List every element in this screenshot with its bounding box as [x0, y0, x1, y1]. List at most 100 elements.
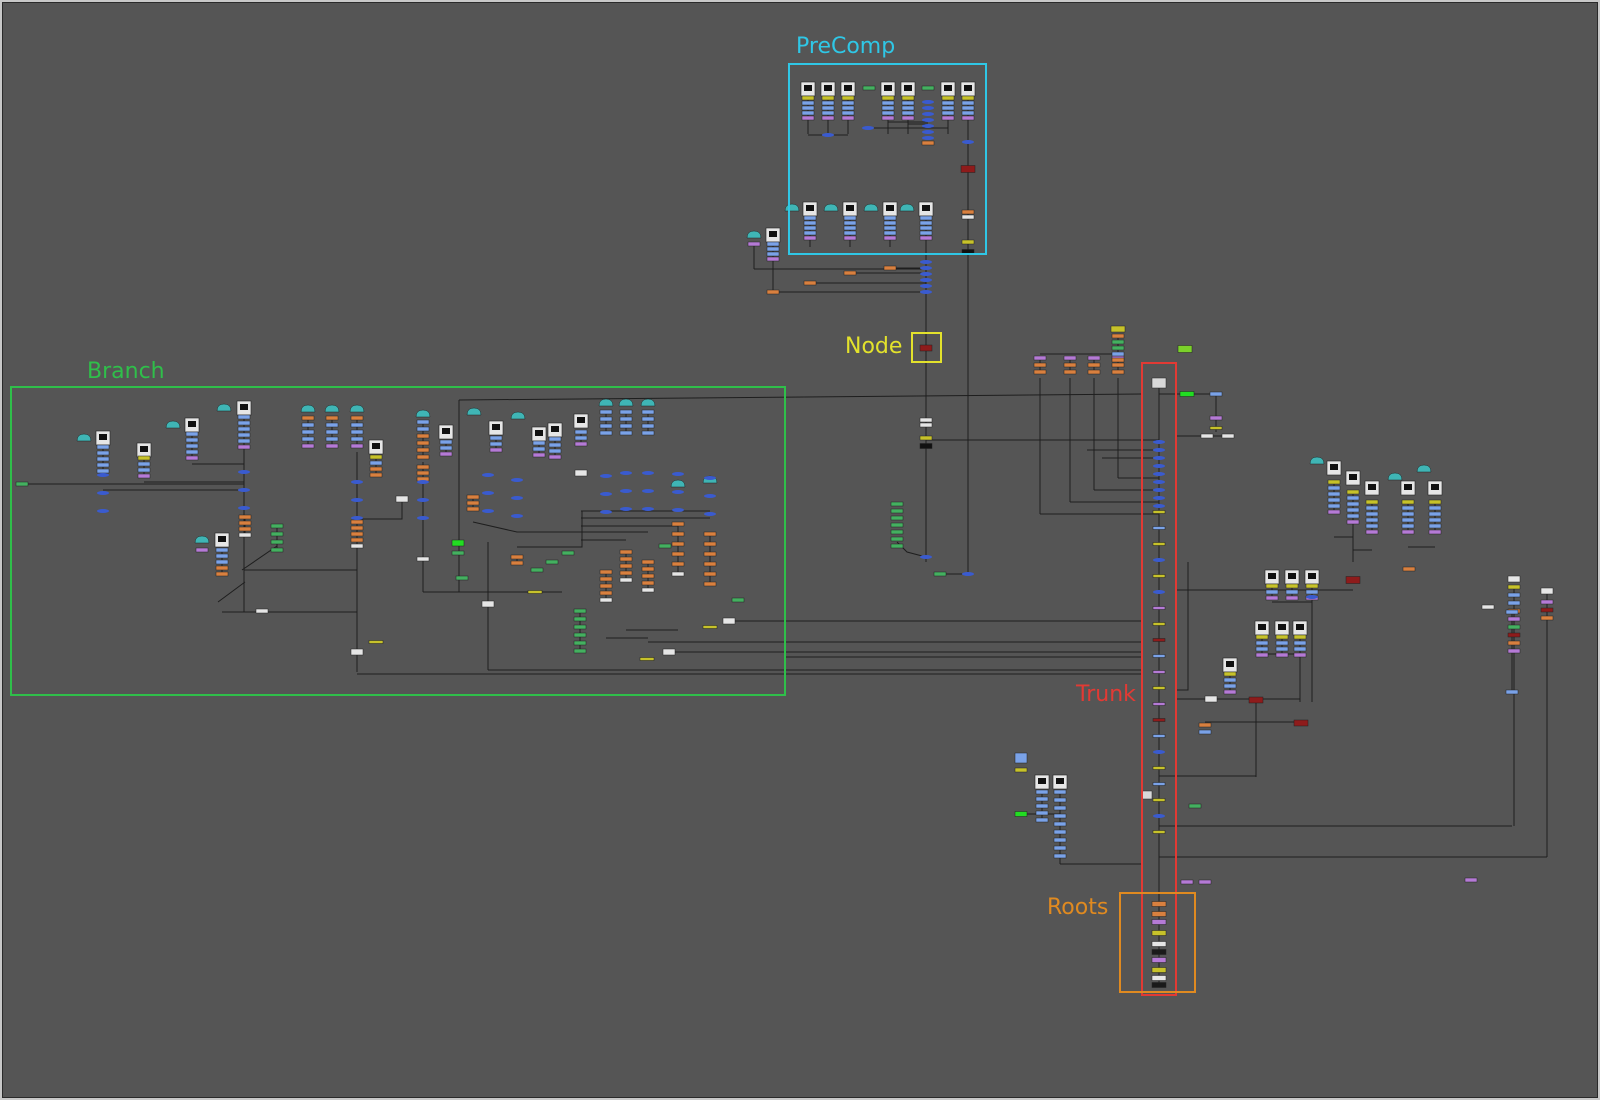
graph-node — [702, 625, 718, 629]
read-node-thumb — [944, 85, 952, 91]
graph-node — [238, 526, 252, 532]
graph-node — [573, 632, 587, 638]
graph-node — [1035, 817, 1049, 823]
read-node-thumb — [1278, 624, 1286, 630]
graph-node — [325, 443, 339, 449]
merge-node — [672, 490, 684, 494]
graph-node — [510, 554, 524, 560]
graph-node — [671, 521, 685, 527]
graph-node — [599, 423, 613, 429]
graph-node — [599, 430, 613, 436]
merge-node — [1306, 595, 1318, 599]
merge-node — [1153, 472, 1165, 476]
merge-node — [1153, 590, 1165, 594]
graph-node — [641, 409, 655, 415]
read-node-thumb — [824, 85, 832, 91]
graph-node — [1293, 640, 1307, 646]
root-node — [1151, 967, 1167, 973]
graph-node — [641, 580, 655, 586]
node-region — [911, 332, 942, 363]
read-node-thumb — [1404, 484, 1412, 490]
branch-label: Branch — [87, 359, 165, 384]
graph-node — [671, 561, 685, 567]
read-node-thumb — [1296, 624, 1304, 630]
graph-node — [619, 563, 633, 569]
graph-node — [416, 454, 430, 460]
graph-node — [466, 494, 480, 500]
graph-node — [890, 543, 904, 549]
graph-node — [301, 443, 315, 449]
graph-node — [1152, 686, 1166, 690]
graph-node — [599, 569, 613, 575]
graph-node — [1063, 369, 1077, 375]
graph-node — [96, 456, 110, 462]
graph-node — [350, 525, 364, 531]
read-node-thumb — [806, 205, 814, 211]
graph-node — [350, 543, 364, 549]
node-layer — [15, 81, 1554, 988]
merge-node — [511, 496, 523, 500]
precomp-region — [788, 63, 987, 255]
graph-node — [890, 529, 904, 535]
graph-node — [941, 105, 955, 111]
graph-node — [237, 414, 251, 420]
graph-node — [1209, 426, 1223, 430]
graph-node — [821, 105, 835, 111]
graph-node — [1327, 497, 1341, 503]
graph-node — [1204, 695, 1218, 703]
graph-node — [416, 447, 430, 453]
graph-node — [573, 608, 587, 614]
graph-node — [1152, 542, 1166, 546]
graph-node — [416, 433, 430, 439]
graph-node — [671, 531, 685, 537]
merge-node — [920, 555, 932, 559]
write-node — [1248, 696, 1264, 704]
graph-node — [1285, 589, 1299, 595]
graph-node — [1198, 729, 1212, 735]
graph-node — [185, 443, 199, 449]
graph-node — [1033, 362, 1047, 368]
merge-node — [672, 472, 684, 476]
cache-node — [1309, 456, 1325, 465]
graph-node — [1428, 517, 1442, 523]
graph-node — [941, 100, 955, 106]
graph-node — [1111, 362, 1125, 368]
graph-node — [573, 616, 587, 622]
graph-node — [599, 416, 613, 422]
graph-node — [1014, 811, 1028, 817]
merge-node — [511, 478, 523, 482]
read-node-thumb — [844, 85, 852, 91]
graph-node — [96, 462, 110, 468]
graph-node — [416, 419, 430, 425]
graph-node — [599, 576, 613, 582]
graph-node — [1255, 652, 1269, 658]
merge-node — [642, 471, 654, 475]
root-node — [1151, 930, 1167, 936]
cache-node — [618, 398, 634, 407]
graph-node — [510, 560, 524, 566]
graph-node — [573, 624, 587, 630]
graph-node — [658, 543, 672, 549]
graph-node — [1223, 671, 1237, 677]
graph-node — [527, 590, 543, 594]
graph-node — [921, 85, 935, 91]
graph-node — [532, 440, 546, 446]
graph-node — [821, 115, 835, 121]
graph-node — [801, 105, 815, 111]
graph-node — [890, 501, 904, 507]
graph-node — [1111, 333, 1125, 339]
merge-node — [1153, 496, 1165, 500]
graph-node — [255, 608, 269, 614]
read-node-thumb — [551, 426, 559, 432]
graph-node — [548, 454, 562, 460]
graph-node — [1293, 646, 1307, 652]
merge-node — [672, 508, 684, 512]
graph-node — [1464, 877, 1478, 883]
graph-node — [573, 640, 587, 646]
graph-node — [1365, 505, 1379, 511]
graph-node — [703, 531, 717, 537]
graph-node — [1255, 640, 1269, 646]
graph-node — [641, 430, 655, 436]
